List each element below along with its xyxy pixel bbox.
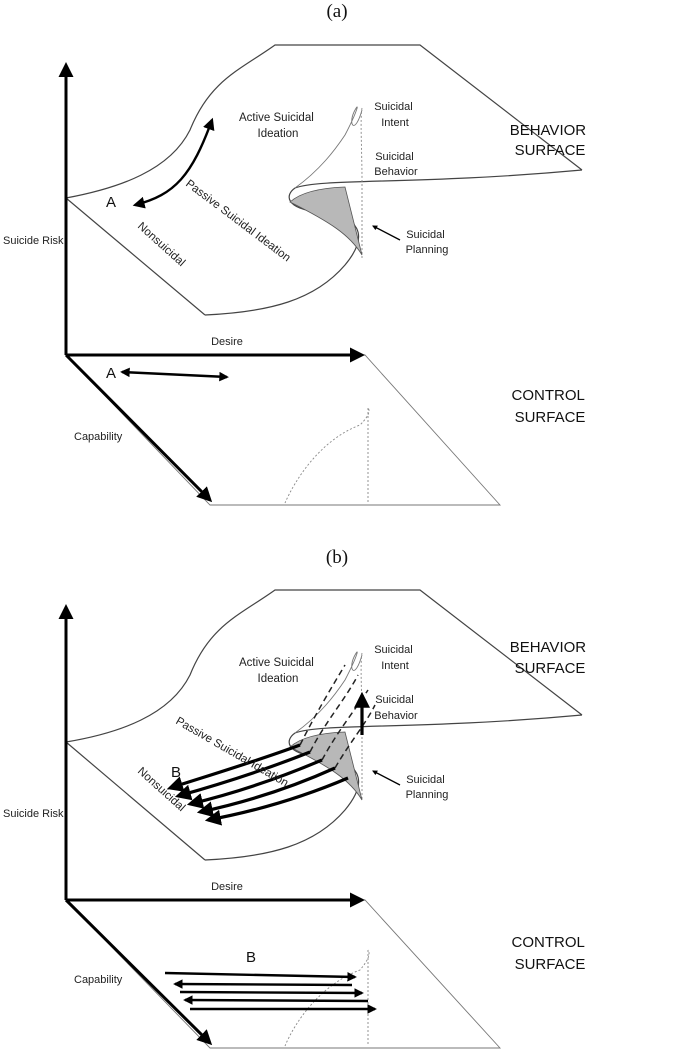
control-surface-title-b: CONTROL SURFACE — [512, 934, 589, 973]
control-surface-b — [64, 899, 502, 1049]
active-ideation-label-b: Active Suicidal Ideation — [239, 657, 317, 685]
intent-label-a: Suicidal Intent — [374, 101, 416, 129]
z-axis-label-b: Capability — [74, 974, 123, 986]
behavior-label-b: Suicidal Behavior — [374, 694, 418, 722]
x-axis-label-b: Desire — [211, 881, 243, 893]
planning-label-a: Suicidal Planning — [406, 229, 449, 256]
trajectory-label-a-surface: A — [106, 194, 116, 211]
planning-pointer-b — [372, 770, 401, 786]
passive-ideation-label-a: Passive Suicidal Ideation — [183, 178, 292, 265]
y-axis-label-a: Suicide Risk — [3, 235, 64, 247]
active-ideation-label-a: Active Suicidal Ideation — [239, 112, 317, 140]
y-axis-label-b: Suicide Risk — [3, 808, 64, 820]
behavior-surface-b — [65, 589, 583, 861]
planning-label-b: Suicidal Planning — [406, 774, 449, 801]
behavior-surface-title-b: BEHAVIOR SURFACE — [510, 639, 591, 677]
axes-a — [58, 62, 365, 503]
intent-label-b: Suicidal Intent — [374, 644, 416, 672]
behavior-surface-a — [65, 44, 583, 316]
panel-a: (a) A A Active Suicidal — [3, 1, 591, 506]
suicidal-planning-region-a — [289, 186, 363, 256]
planning-pointer-a — [372, 225, 401, 241]
panel-label-b: (b) — [326, 547, 348, 568]
x-axis-label-a: Desire — [211, 336, 243, 348]
trajectories-b-control — [164, 971, 377, 1014]
z-axis-label-a: Capability — [74, 431, 123, 443]
panel-b: (b) B — [3, 547, 591, 1049]
axes-b — [58, 604, 365, 1046]
control-surface-a — [64, 354, 502, 506]
trajectory-label-b-control: B — [246, 949, 256, 966]
trajectory-a-control — [120, 367, 229, 382]
trajectory-label-a-control: A — [106, 365, 116, 382]
nonsuicidal-label-a: Nonsuicidal — [135, 220, 187, 269]
behavior-label-a: Suicidal Behavior — [374, 151, 418, 178]
control-surface-title-a: CONTROL SURFACE — [512, 387, 589, 426]
trajectory-label-b-surface: B — [171, 764, 181, 781]
panel-label-a: (a) — [326, 1, 347, 22]
trajectory-a-surface — [132, 117, 215, 209]
behavior-surface-title-a: BEHAVIOR SURFACE — [510, 122, 591, 159]
trajectories-b-surface — [166, 691, 370, 826]
